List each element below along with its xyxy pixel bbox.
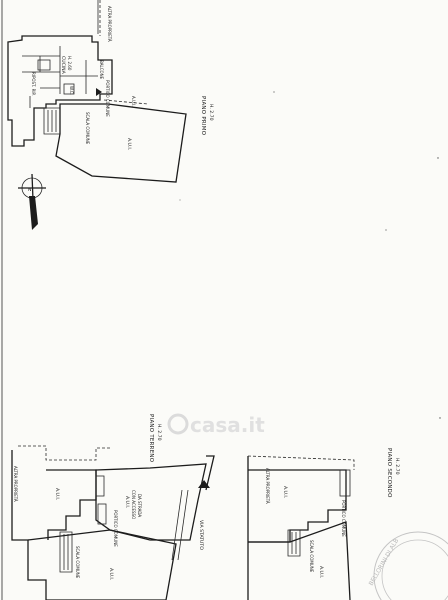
label-altra-proprieta-secondo: ALTRA PROPRIETÀ — [265, 468, 270, 504]
label-altra-proprieta-terreno: ALTRA PROPRIETÀ — [13, 466, 18, 502]
piano-terreno-stair — [59, 531, 73, 573]
height-piano-primo: H. 2.70 — [208, 104, 214, 121]
piano-terreno-bottom-block — [27, 529, 177, 600]
label-portico-primo: PORTICO COMUNE — [105, 80, 110, 117]
street-arrow-icon — [198, 480, 210, 488]
label-portico-terreno: PORTICO COMUNE — [113, 510, 118, 547]
label-aui-primo: A.U.I. — [126, 138, 132, 150]
piano-primo-wc — [63, 83, 75, 95]
label-ripostiglio: RIPOST. RIP. — [31, 72, 36, 96]
piano-primo-ripost — [37, 59, 51, 71]
compass-north-icon: N — [18, 173, 46, 230]
label-scala-secondo: SCALA COMUNE — [309, 540, 314, 573]
label-via-statuto: VIA STATUTO — [198, 520, 204, 550]
label-cucina-height: H. 2.60 — [67, 56, 72, 71]
piano-secondo-stair — [287, 529, 301, 557]
watermark-logo: casa.it — [167, 413, 265, 437]
height-piano-secondo: H. 2.70 — [394, 458, 400, 475]
piano-secondo-inner — [248, 469, 347, 543]
piano-terreno-outline — [11, 450, 47, 600]
plan-piano-terreno: ALTRA PROPRIETÀ A.U.I. PORTICO COMUNE A.… — [11, 414, 215, 600]
piano-terreno-portico-box — [95, 475, 105, 497]
title-piano-secondo: PIANO SECONDO — [386, 448, 392, 498]
label-aui-bottom-secondo: A.U.I. — [318, 566, 324, 578]
piano-primo-stair — [43, 107, 61, 135]
plan-piano-primo: ALTRA PROPRIETÀ CUCINA H. 2.60 BALCONE P… — [7, 0, 214, 183]
label-aui-bottom-terreno: A.U.I. — [108, 568, 114, 580]
piano-primo-aui-block — [55, 103, 187, 183]
label-portico-secondo: PORTICO COMUNE — [341, 500, 346, 537]
label-center-note-2: DA STRADA — [137, 494, 142, 517]
surveyor-stamp: BELLORINI DI ALB — [368, 531, 448, 600]
piano-secondo-portico-box — [339, 469, 351, 497]
piano-terreno-inner — [46, 469, 97, 540]
piano-terreno-portico-box-2 — [97, 503, 107, 525]
label-cucina: CUCINA — [60, 56, 66, 75]
piano-primo-entry-arrow — [96, 88, 102, 96]
title-piano-terreno: PIANO TERRENO — [148, 414, 154, 462]
compass-letter: N — [28, 187, 31, 193]
label-aui-center-terreno: A.U.I. — [124, 496, 130, 508]
piano-secondo-bottom-block — [248, 521, 351, 600]
piano-terreno-wall-hatch — [171, 489, 189, 561]
label-aui-top-terreno: A.U.I. — [54, 488, 60, 500]
piano-primo-outline — [7, 35, 113, 147]
piano-terreno-property-line — [18, 445, 112, 461]
title-piano-primo: PIANO PRIMO — [200, 96, 206, 135]
piano-terreno-right-edge — [205, 455, 215, 491]
piano-primo-walls — [22, 46, 98, 108]
piano-secondo-property-line — [247, 455, 355, 470]
stamp-text: BELLORINI DI ALB — [368, 538, 401, 587]
label-aui-side-primo: A.U.I. — [131, 96, 136, 107]
piano-terreno-center-room — [95, 463, 207, 541]
label-balcone: BALCONE — [99, 60, 104, 80]
label-scala-primo: SCALA COMUNE — [85, 112, 90, 145]
label-altra-proprieta-primo: ALTRA PROPRIETÀ — [107, 6, 112, 42]
label-scala-terreno: SCALA COMUNE — [75, 546, 80, 579]
label-wc: W.C. — [69, 86, 74, 95]
plan-piano-secondo: ALTRA PROPRIETÀ A.U.I. PORTICO COMUNE SC… — [247, 448, 400, 600]
label-aui-top-secondo: A.U.I. — [282, 486, 288, 498]
piano-primo-property-line — [99, 0, 149, 105]
watermark-text: casa.it — [190, 413, 265, 437]
scan-specks — [179, 91, 441, 419]
label-center-note-1: CON ACCESSO — [131, 490, 136, 519]
height-piano-terreno: H. 2.70 — [156, 424, 162, 441]
